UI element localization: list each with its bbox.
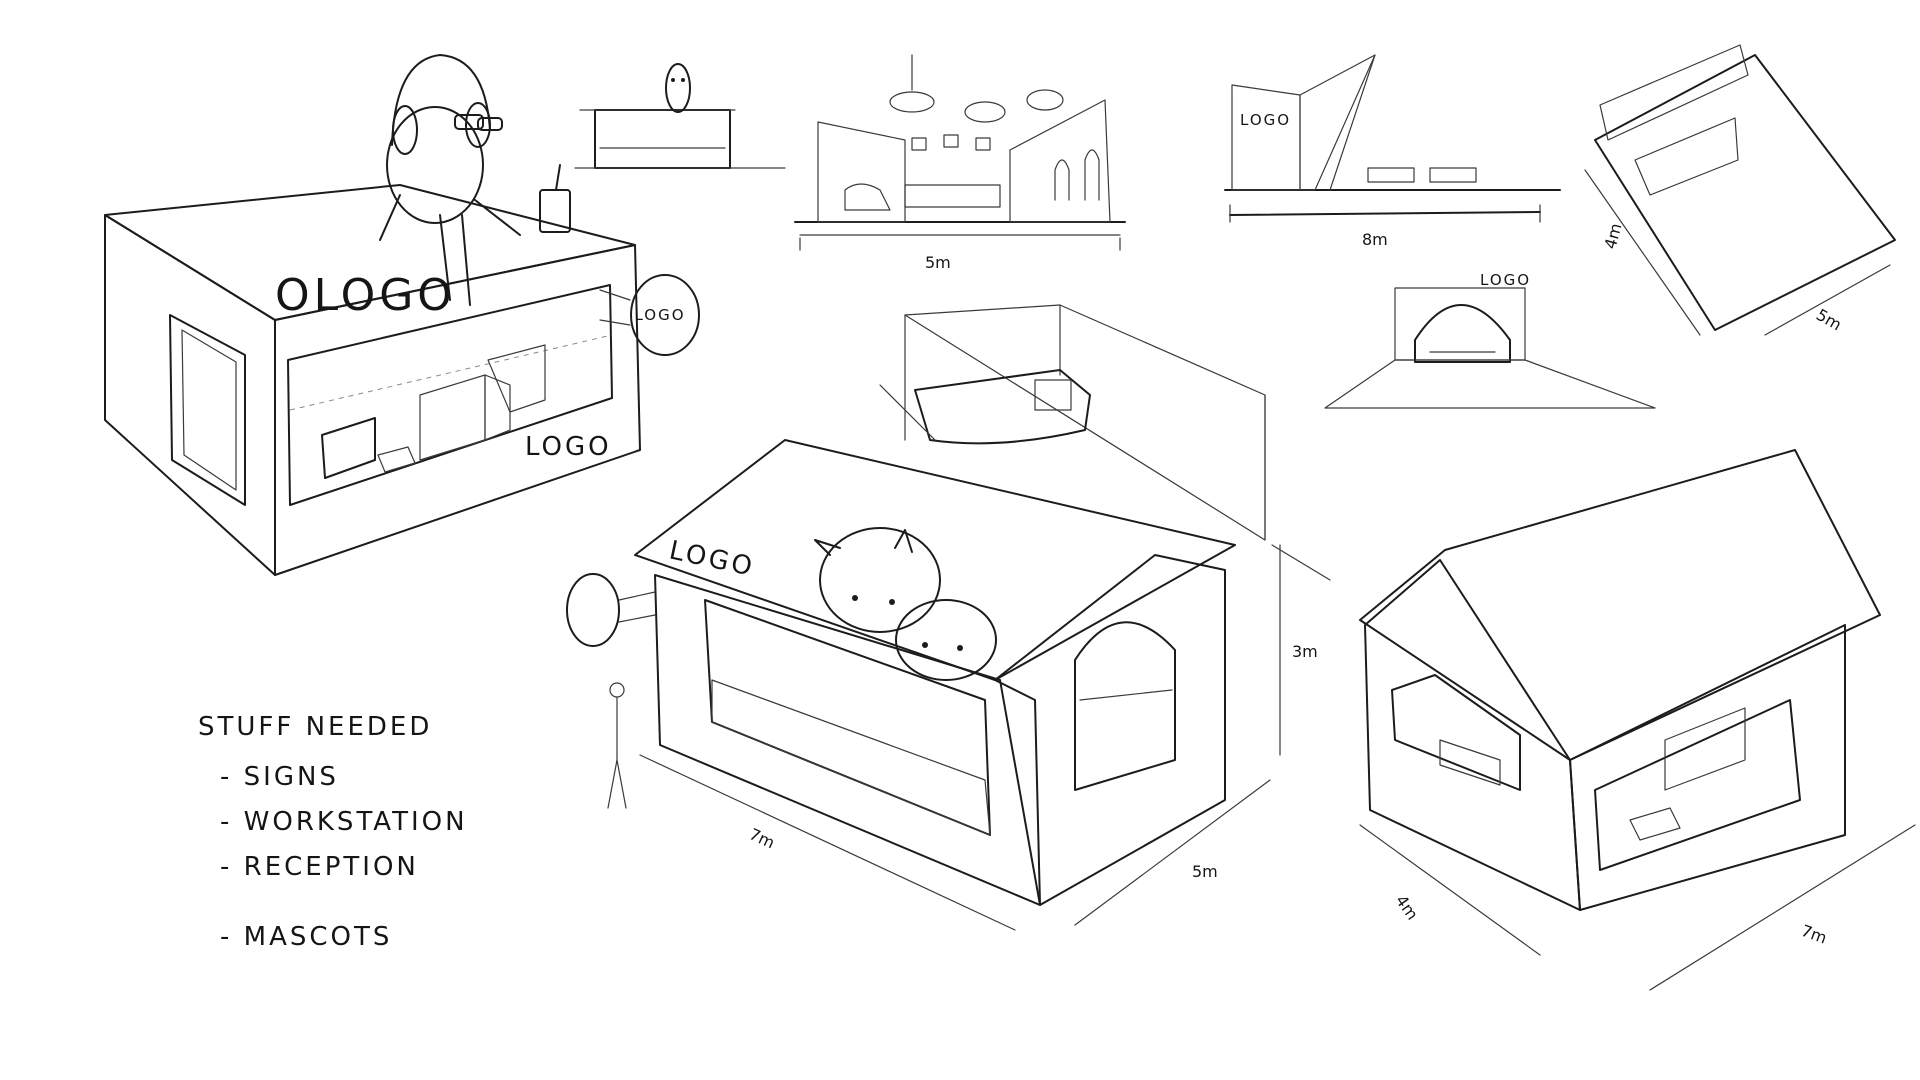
note-item-signs: - SIGNS bbox=[220, 762, 339, 792]
top-view-depth-label: 4m bbox=[1601, 221, 1626, 251]
reception-desk-thumbnail bbox=[574, 63, 786, 169]
top-view-width-label: 5m bbox=[1813, 305, 1845, 334]
room-perspective-sketch bbox=[879, 304, 1266, 541]
house-booth-sketch: 3m 7m 5m LOGO bbox=[566, 439, 1331, 931]
lounge-width-label: 5m bbox=[925, 253, 951, 272]
note-item-mascots: - MASCOTS bbox=[220, 922, 392, 952]
house-roof-logo: LOGO bbox=[667, 536, 758, 583]
reception-width-label: 8m bbox=[1362, 230, 1388, 249]
reception-section-sketch: 8m LOGO bbox=[1224, 54, 1561, 249]
box-booth-sign-logo: LOGO bbox=[634, 306, 685, 324]
house-length-label: 7m bbox=[746, 824, 777, 852]
box-booth-top-logo: OLOGO bbox=[275, 270, 456, 321]
stuff-needed-notes: STUFF NEEDED - SIGNS - WORKSTATION - REC… bbox=[198, 712, 468, 952]
right-house-length-label: 7m bbox=[1799, 921, 1830, 948]
arch-logo: LOGO bbox=[1480, 271, 1531, 289]
house-height-label: 3m bbox=[1292, 642, 1318, 661]
notes-title: STUFF NEEDED bbox=[198, 712, 432, 742]
note-item-reception: - RECEPTION bbox=[220, 852, 419, 882]
box-booth-sketch: OLOGO LOGO LOGO bbox=[104, 54, 700, 576]
reception-logo: LOGO bbox=[1240, 111, 1291, 129]
arch-entrance-sketch: LOGO bbox=[1324, 271, 1656, 409]
house-width-label: 5m bbox=[1192, 862, 1218, 881]
note-item-workstation: - WORKSTATION bbox=[220, 807, 468, 837]
top-view-plan-sketch: 4m 5m bbox=[1584, 44, 1896, 336]
box-booth-counter-logo: LOGO bbox=[525, 432, 612, 462]
right-house-booth-sketch: 4m 7m bbox=[1359, 449, 1916, 991]
lounge-section-sketch: 5m bbox=[794, 54, 1126, 272]
right-house-depth-label: 4m bbox=[1392, 891, 1422, 923]
